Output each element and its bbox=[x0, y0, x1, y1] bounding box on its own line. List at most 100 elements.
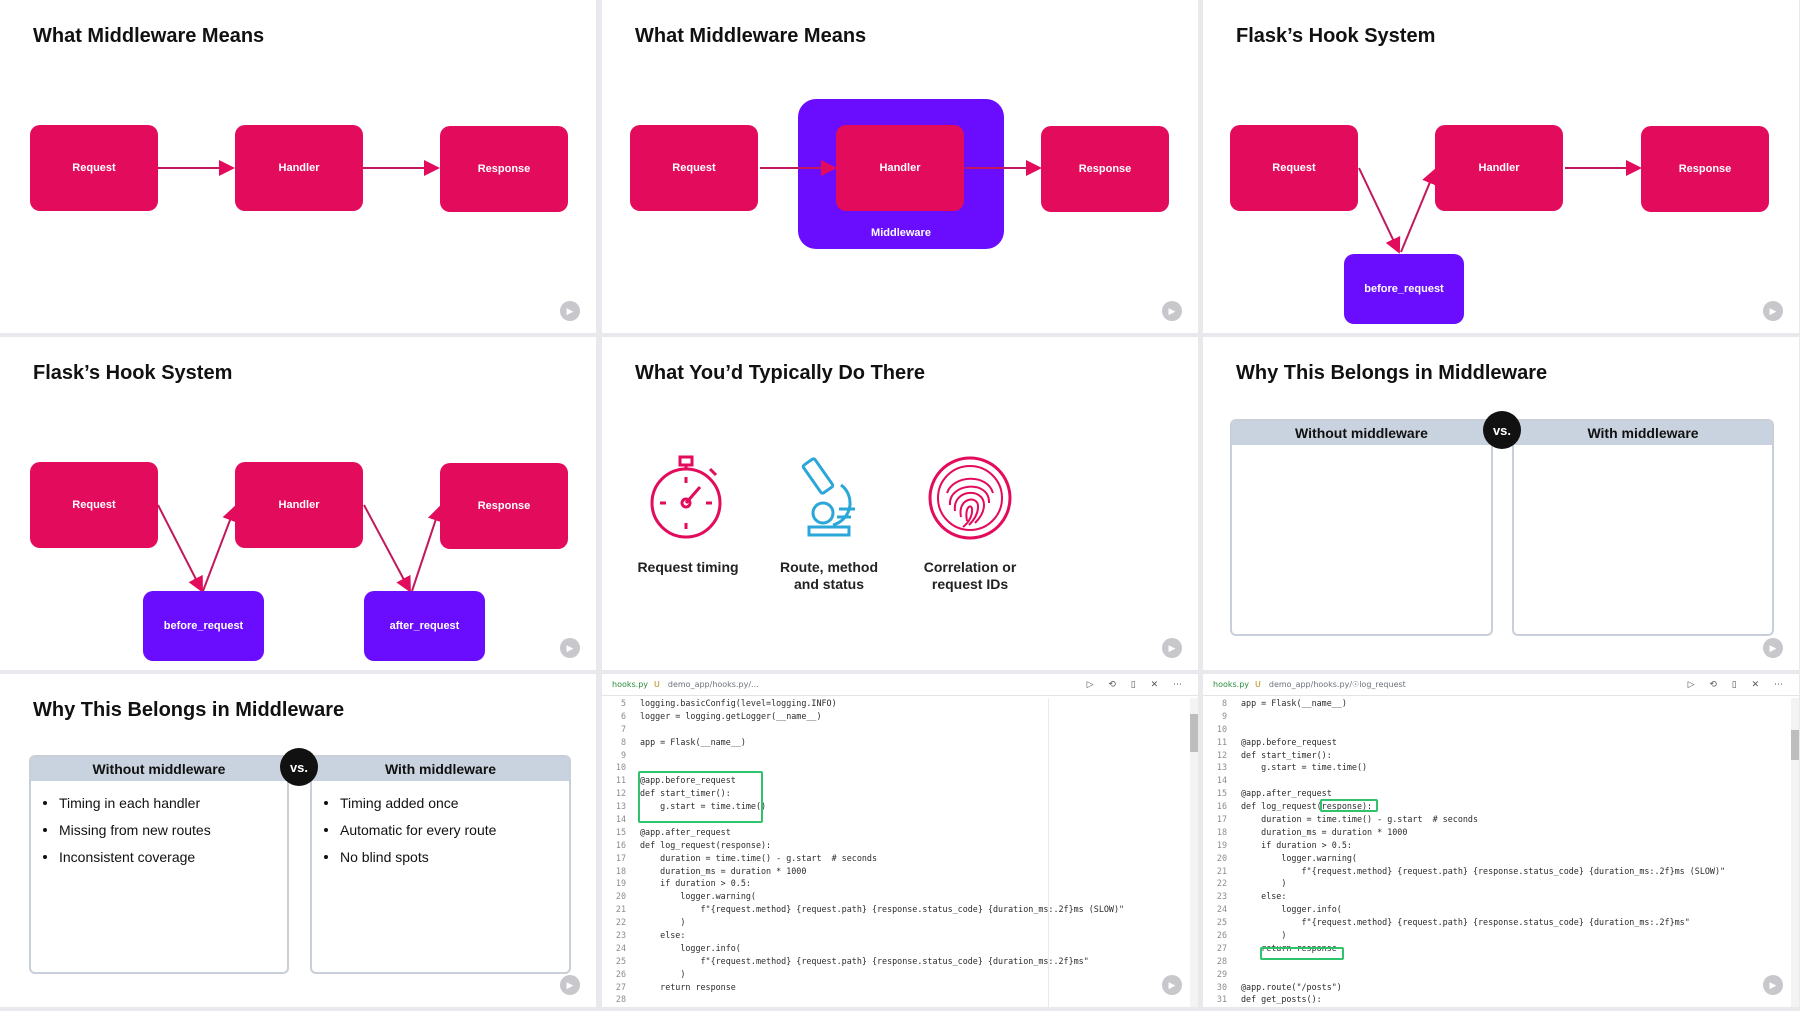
code-line[interactable]: 23 else: bbox=[602, 930, 1198, 943]
line-text: else: bbox=[640, 930, 686, 941]
code-editor[interactable]: hooks.py U demo_app/hooks.py/... ▷ ⟲ ▯ ✕… bbox=[602, 674, 1198, 1007]
scrollbar-thumb[interactable] bbox=[1791, 730, 1799, 760]
item-label: Correlation or request IDs bbox=[923, 559, 1017, 592]
line-number: 16 bbox=[615, 839, 626, 850]
handler-box: Handler bbox=[235, 462, 363, 548]
code-line[interactable]: 19 if duration > 0.5: bbox=[1203, 840, 1799, 853]
slide-typical-tasks[interactable]: What You’d Typically Do There Request ti… bbox=[602, 337, 1198, 670]
scrollbar-track[interactable] bbox=[1791, 698, 1799, 1007]
with-middleware-panel: With middleware Timing added once Automa… bbox=[310, 755, 571, 974]
code-line[interactable]: 24 logger.info( bbox=[602, 943, 1198, 956]
breadcrumb[interactable]: demo_app/hooks.py/... bbox=[667, 680, 759, 689]
slide-title: Why This Belongs in Middleware bbox=[1236, 362, 1548, 384]
line-text bbox=[626, 724, 640, 737]
play-icon[interactable]: ▶ bbox=[1763, 301, 1783, 321]
code-line[interactable]: 28 bbox=[1203, 956, 1799, 969]
line-number: 6 bbox=[620, 710, 626, 721]
code-line[interactable]: 7 bbox=[602, 724, 1198, 737]
code-line[interactable]: 29 bbox=[1203, 969, 1799, 982]
code-line[interactable]: 20 logger.warning( bbox=[602, 891, 1198, 904]
play-icon[interactable]: ▶ bbox=[560, 301, 580, 321]
play-icon[interactable]: ▶ bbox=[560, 638, 580, 658]
editor-toolbar[interactable]: ▷ ⟲ ▯ ✕ ⋯ bbox=[1086, 679, 1188, 690]
code-line[interactable]: 26 ) bbox=[602, 969, 1198, 982]
line-number: 25 bbox=[1216, 917, 1227, 928]
code-line[interactable]: 9 bbox=[1203, 711, 1799, 724]
scrollbar-thumb[interactable] bbox=[1190, 714, 1198, 752]
code-line[interactable]: 18 duration_ms = duration * 1000 bbox=[602, 866, 1198, 879]
slide-code-editor-2[interactable]: hooks.py U demo_app/hooks.py/☉log_reques… bbox=[1203, 674, 1799, 1007]
tab-file-name[interactable]: hooks.py bbox=[1213, 680, 1250, 689]
code-line[interactable]: 15@app.after_request bbox=[602, 827, 1198, 840]
slide-code-editor-1[interactable]: hooks.py U demo_app/hooks.py/... ▷ ⟲ ▯ ✕… bbox=[602, 674, 1198, 1007]
slide-why-middleware-empty[interactable]: Why This Belongs in Middleware Without m… bbox=[1203, 337, 1799, 670]
code-line[interactable]: 11@app.before_request bbox=[1203, 737, 1799, 750]
editor-toolbar[interactable]: ▷ ⟲ ▯ ✕ ⋯ bbox=[1687, 679, 1789, 690]
play-icon[interactable]: ▶ bbox=[1763, 975, 1783, 995]
line-number: 8 bbox=[1221, 698, 1227, 708]
code-line[interactable]: 26 ) bbox=[1203, 930, 1799, 943]
slide-flask-hook-system-2[interactable]: Flask’s Hook System Request Handler Resp… bbox=[0, 337, 596, 670]
code-line[interactable]: 13 g.start = time.time() bbox=[1203, 762, 1799, 775]
line-text: def start_timer(): bbox=[1241, 749, 1332, 760]
code-line[interactable]: 9 bbox=[602, 750, 1198, 763]
play-icon[interactable]: ▶ bbox=[1162, 301, 1182, 321]
code-line[interactable]: 23 else: bbox=[1203, 891, 1799, 904]
slide-what-middleware-means-2[interactable]: What Middleware Means Middleware Request… bbox=[602, 0, 1198, 333]
code-line[interactable]: 17 duration = time.time() - g.start # se… bbox=[1203, 814, 1799, 827]
code-line[interactable]: 28 bbox=[602, 994, 1198, 1007]
code-line[interactable]: 30@app.route("/posts") bbox=[1203, 982, 1799, 995]
code-line[interactable]: 25 f"{request.method} {request.path} {re… bbox=[1203, 917, 1799, 930]
code-line[interactable]: 14 bbox=[1203, 775, 1799, 788]
code-line[interactable]: 24 logger.info( bbox=[1203, 904, 1799, 917]
code-editor[interactable]: hooks.py U demo_app/hooks.py/☉log_reques… bbox=[1203, 674, 1799, 1007]
code-line[interactable]: 13 g.start = time.time() bbox=[602, 801, 1198, 814]
code-line[interactable]: 11@app.before_request bbox=[602, 775, 1198, 788]
line-number: 8 bbox=[620, 736, 626, 747]
play-icon[interactable]: ▶ bbox=[560, 975, 580, 995]
code-line[interactable]: 18 duration_ms = duration * 1000 bbox=[1203, 827, 1799, 840]
code-line[interactable]: 22 ) bbox=[602, 917, 1198, 930]
list-item: Timing in each handler bbox=[43, 789, 287, 816]
code-line[interactable]: 19 if duration > 0.5: bbox=[602, 878, 1198, 891]
play-icon[interactable]: ▶ bbox=[1162, 638, 1182, 658]
code-line[interactable]: 14 bbox=[602, 814, 1198, 827]
line-number: 23 bbox=[615, 930, 626, 941]
before-request-box: before_request bbox=[1344, 254, 1464, 324]
line-text: duration = time.time() - g.start # secon… bbox=[640, 852, 877, 863]
code-line[interactable]: 15@app.after_request bbox=[1203, 788, 1799, 801]
play-icon[interactable]: ▶ bbox=[1763, 638, 1783, 658]
tab-file-name[interactable]: hooks.py bbox=[612, 680, 649, 689]
code-line[interactable]: 21 f"{request.method} {request.path} {re… bbox=[602, 904, 1198, 917]
code-line[interactable]: 17 duration = time.time() - g.start # se… bbox=[602, 853, 1198, 866]
scrollbar-track[interactable] bbox=[1190, 698, 1198, 1007]
code-line[interactable]: 10 bbox=[1203, 724, 1799, 737]
code-line[interactable]: 22 ) bbox=[1203, 878, 1799, 891]
panel-heading: With middleware bbox=[312, 757, 569, 781]
code-line[interactable]: 21 f"{request.method} {request.path} {re… bbox=[1203, 866, 1799, 879]
slide-what-middleware-means-1[interactable]: What Middleware Means Request Handler Re… bbox=[0, 0, 596, 333]
breadcrumb[interactable]: demo_app/hooks.py/☉log_request bbox=[1268, 680, 1406, 689]
slide-flask-hook-system-1[interactable]: Flask’s Hook System Request Handler Resp… bbox=[1203, 0, 1799, 333]
line-number: 15 bbox=[1216, 788, 1227, 799]
code-line[interactable]: 10 bbox=[602, 762, 1198, 775]
line-number: 24 bbox=[615, 942, 626, 953]
code-line[interactable]: 27 return response bbox=[602, 982, 1198, 995]
vs-badge: vs. bbox=[280, 748, 318, 786]
code-line[interactable]: 25 f"{request.method} {request.path} {re… bbox=[602, 956, 1198, 969]
slide-why-middleware-filled[interactable]: Why This Belongs in Middleware Without m… bbox=[0, 674, 596, 1007]
play-icon[interactable]: ▶ bbox=[1162, 975, 1182, 995]
code-line[interactable]: 20 logger.warning( bbox=[1203, 853, 1799, 866]
line-text: def log_request(response): bbox=[1241, 801, 1373, 812]
